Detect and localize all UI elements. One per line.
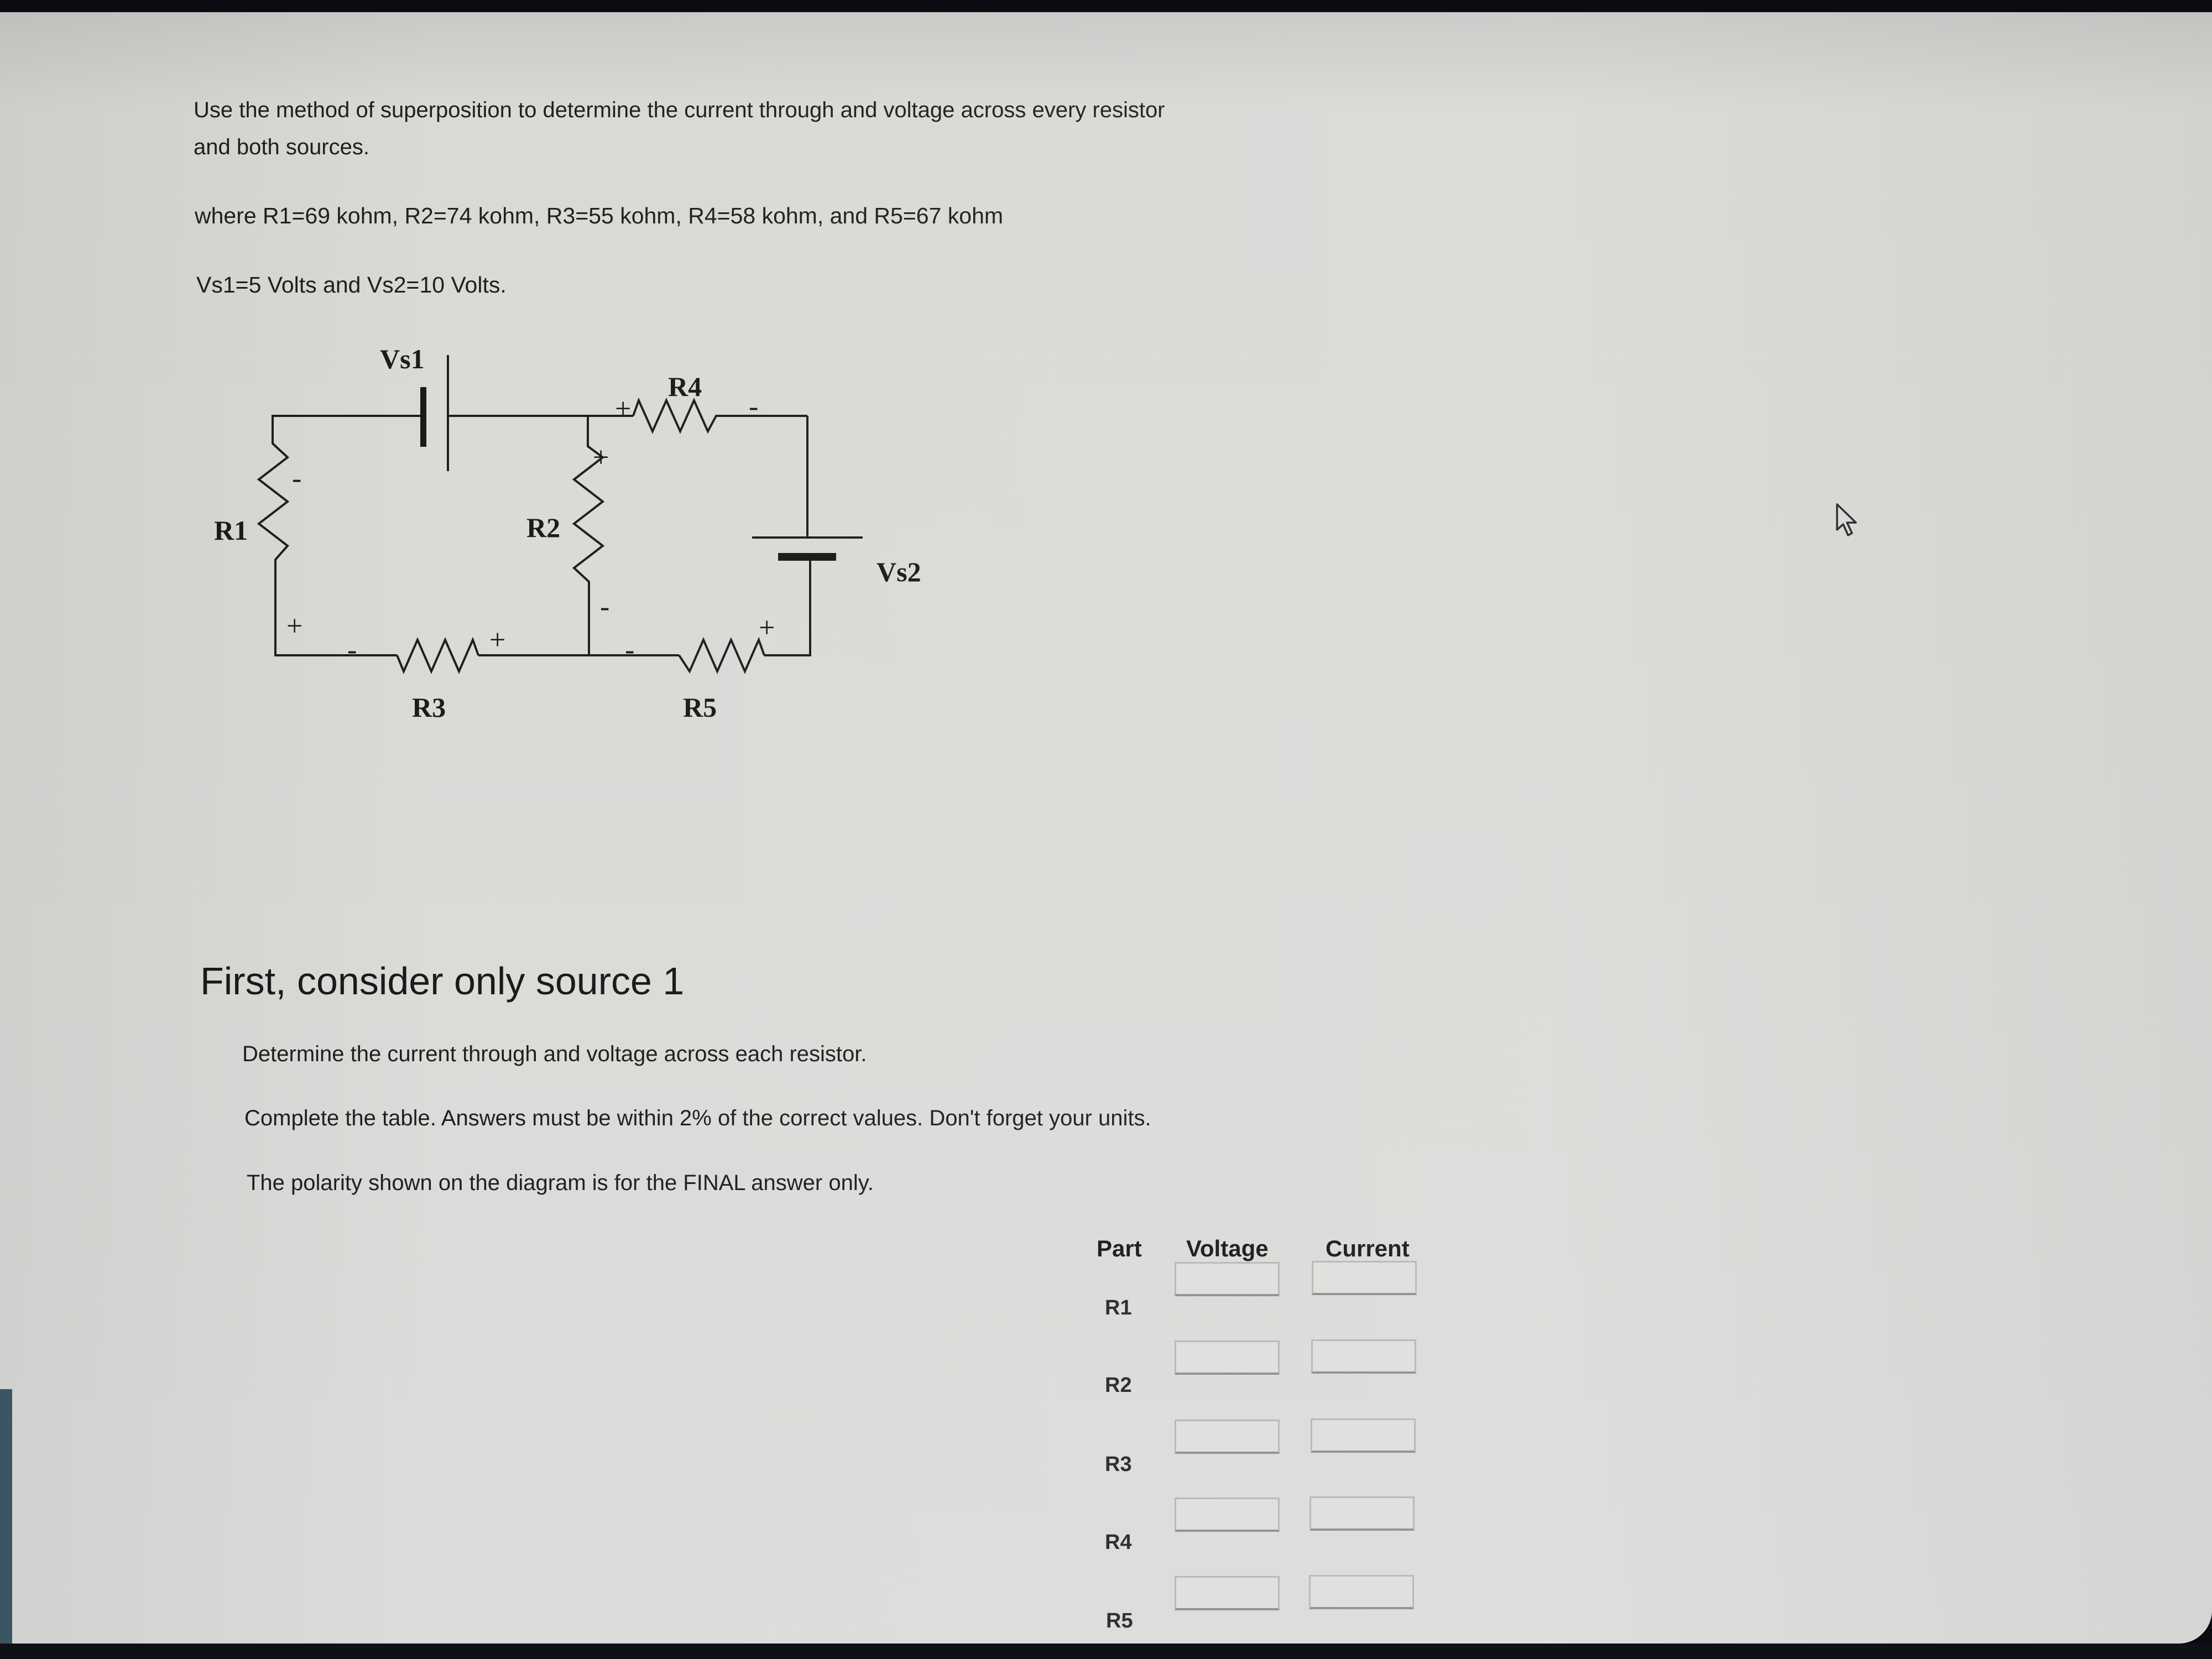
question-intro-line2: and both sources. bbox=[194, 135, 369, 159]
source-values-text: Vs1=5 Volts and Vs2=10 Volts. bbox=[196, 272, 507, 298]
screen: Use the method of superposition to deter… bbox=[0, 12, 2212, 1644]
wire-top-left bbox=[272, 415, 422, 427]
r2-voltage-input[interactable] bbox=[1175, 1340, 1280, 1375]
vs2-short-plate bbox=[778, 553, 836, 561]
row-label-r2: R2 bbox=[1105, 1374, 1132, 1397]
column-header-voltage: Voltage bbox=[1186, 1235, 1269, 1261]
r2-plus-sign: + bbox=[593, 442, 609, 473]
r1-current-input[interactable] bbox=[1312, 1261, 1417, 1295]
r5-zigzag bbox=[678, 637, 765, 674]
r5-voltage-input[interactable] bbox=[1175, 1576, 1280, 1610]
r4-zigzag bbox=[632, 397, 755, 434]
r1-plus-sign: + bbox=[286, 611, 303, 642]
r4-current-input[interactable] bbox=[1310, 1496, 1415, 1531]
r3-label: R3 bbox=[412, 692, 446, 723]
r5-minus-sign: - bbox=[625, 634, 635, 666]
column-header-part: Part bbox=[1097, 1235, 1142, 1261]
r3-zigzag bbox=[396, 637, 479, 675]
section-title: First, consider only source 1 bbox=[200, 959, 685, 1003]
r4-voltage-input[interactable] bbox=[1175, 1498, 1280, 1532]
row-label-r3: R3 bbox=[1105, 1453, 1132, 1476]
r1-minus-sign: - bbox=[292, 463, 302, 494]
r5-label: R5 bbox=[683, 692, 717, 723]
r3-current-input[interactable] bbox=[1311, 1418, 1416, 1453]
wire-right-lower bbox=[764, 560, 811, 656]
r4-plus-sign: + bbox=[615, 393, 632, 425]
r5-plus-sign: + bbox=[759, 612, 775, 644]
r2-zigzag bbox=[572, 416, 605, 655]
r5-current-input[interactable] bbox=[1309, 1575, 1414, 1609]
r2-minus-sign: - bbox=[600, 591, 610, 623]
r4-label: R4 bbox=[668, 371, 702, 402]
r1-voltage-input[interactable] bbox=[1175, 1262, 1280, 1296]
vs1-short-plate bbox=[420, 387, 426, 447]
vs2-label: Vs2 bbox=[877, 556, 921, 587]
question-intro-line1: Use the method of superposition to deter… bbox=[194, 98, 1165, 122]
r3-minus-sign: - bbox=[347, 634, 357, 666]
instruction-complete-table: Complete the table. Answers must be with… bbox=[244, 1106, 1151, 1130]
r4-minus-sign: - bbox=[749, 391, 759, 422]
r3-plus-sign: + bbox=[489, 624, 506, 656]
wire-bottom-left bbox=[274, 565, 397, 656]
left-window-edge bbox=[0, 1389, 12, 1644]
row-label-r4: R4 bbox=[1105, 1531, 1132, 1554]
row-label-r5: R5 bbox=[1106, 1609, 1133, 1632]
monitor-bezel-bottom bbox=[0, 1644, 2212, 1659]
r2-current-input[interactable] bbox=[1311, 1339, 1416, 1374]
circuit-schematic bbox=[257, 355, 863, 675]
circuit-diagram: Vs1 R4 R1 R2 Vs2 R3 R5 + - + - - + - + -… bbox=[194, 333, 968, 753]
r1-zigzag bbox=[257, 427, 290, 565]
r2-label: R2 bbox=[526, 512, 561, 543]
column-header-current: Current bbox=[1326, 1235, 1410, 1261]
mouse-pointer-arrow-icon bbox=[1836, 503, 1857, 536]
instruction-determine: Determine the current through and voltag… bbox=[242, 1042, 867, 1066]
r1-label: R1 bbox=[214, 515, 248, 546]
vs1-label: Vs1 bbox=[380, 343, 425, 374]
row-label-r1: R1 bbox=[1105, 1296, 1132, 1319]
resistor-values-text: where R1=69 kohm, R2=74 kohm, R3=55 kohm… bbox=[195, 203, 1004, 228]
instruction-polarity-note: The polarity shown on the diagram is for… bbox=[247, 1171, 874, 1195]
r3-voltage-input[interactable] bbox=[1175, 1420, 1280, 1454]
